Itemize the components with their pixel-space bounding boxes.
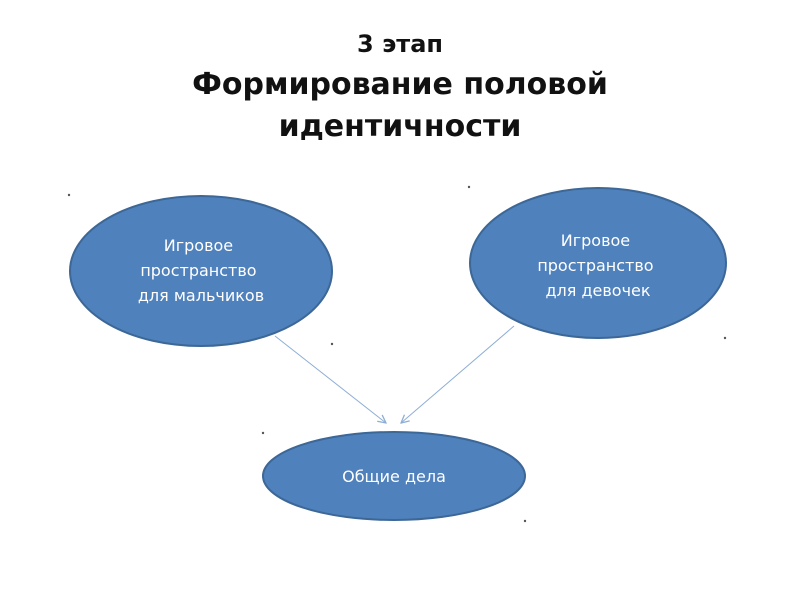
- node-boys-line-3: для мальчиков: [138, 286, 264, 305]
- dot: [330, 342, 334, 346]
- node-girls-play-space: Игровое пространство для девочек: [469, 187, 727, 339]
- stage-label: 3 этап: [357, 30, 443, 58]
- node-boys-line-1: Игровое: [164, 236, 233, 255]
- dot: [723, 336, 727, 340]
- node-girls-label: Игровое пространство для девочек: [537, 231, 658, 300]
- dot: [67, 193, 71, 197]
- page-title: Формирование половой идентичности: [192, 67, 608, 144]
- node-girls-line-2: пространство: [537, 256, 653, 275]
- node-common-activities: Общие дела: [262, 431, 526, 521]
- node-common-label: Общие дела: [342, 467, 446, 486]
- decorative-dots: [67, 185, 727, 523]
- node-boys-label: Игровое пространство для мальчиков: [138, 236, 264, 305]
- node-boys-play-space: Игровое пространство для мальчиков: [69, 195, 333, 347]
- dot: [467, 185, 471, 189]
- node-girls-line-1: Игровое: [561, 231, 630, 250]
- arrow-boys-to-common: [274, 335, 386, 423]
- dot: [261, 431, 265, 435]
- node-girls-line-3: для девочек: [545, 281, 650, 300]
- node-common-line-1: Общие дела: [342, 467, 446, 486]
- node-boys-line-2: пространство: [140, 261, 256, 280]
- dot: [523, 519, 527, 523]
- arrow-girls-to-common: [401, 325, 515, 423]
